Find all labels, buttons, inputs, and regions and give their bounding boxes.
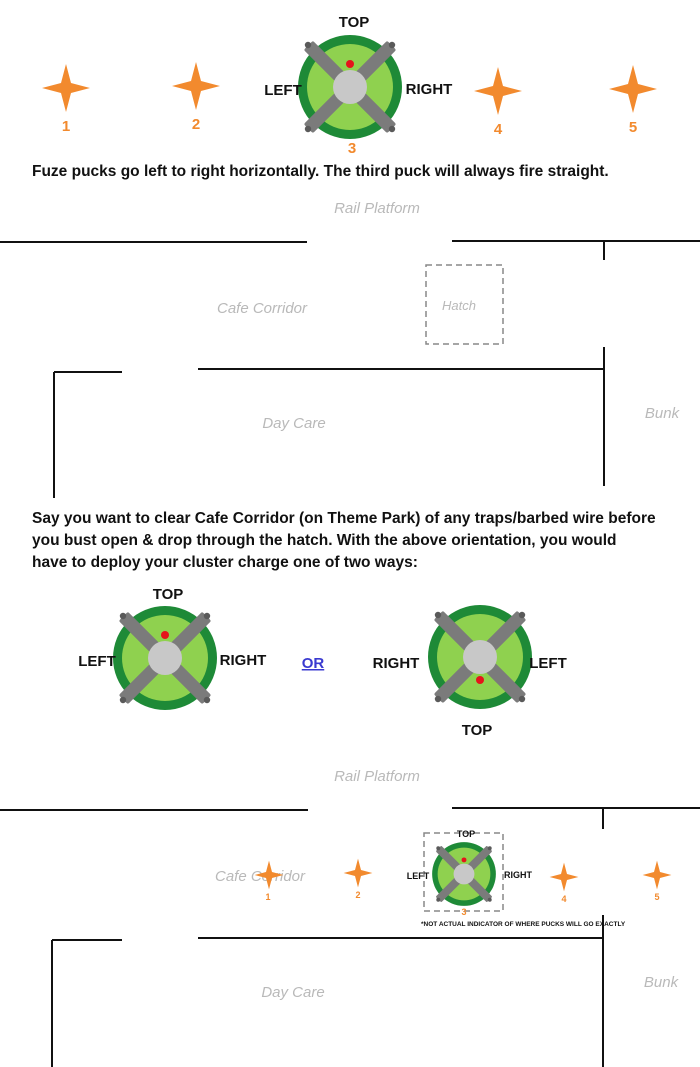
option-a: TOP LEFT RIGHT: [78, 586, 266, 710]
map2-label-right: RIGHT: [504, 870, 533, 880]
map2-puck-1-icon: [254, 860, 284, 890]
label-top: TOP: [339, 14, 370, 31]
room-hatch: Hatch: [442, 298, 476, 313]
option-a-charge-icon: [113, 606, 217, 710]
puck-2-number: 2: [192, 116, 200, 133]
room-day-care: Day Care: [262, 415, 325, 432]
room-bunk-2: Bunk: [644, 974, 680, 991]
option-b-label-right: RIGHT: [373, 655, 420, 672]
room-rail-platform: Rail Platform: [334, 200, 420, 217]
map2-label-left: LEFT: [407, 871, 430, 881]
map2-label-top: TOP: [457, 829, 475, 839]
puck-2-icon: [172, 62, 220, 110]
option-b-charge-icon: [428, 605, 532, 709]
puck-4-number: 4: [494, 121, 503, 138]
or-link[interactable]: OR: [302, 655, 325, 672]
option-a-label-right: RIGHT: [220, 652, 267, 669]
puck-1-number: 1: [62, 118, 70, 135]
puck-5-icon: [609, 65, 657, 113]
map-2-walls: [0, 807, 700, 1067]
room-cafe-corridor: Cafe Corridor: [217, 300, 308, 317]
caption-text: Fuze pucks go left to right horizontally…: [32, 163, 609, 180]
map2-puck-4-icon: [549, 862, 579, 892]
option-b: RIGHT LEFT TOP: [373, 605, 567, 739]
option-a-label-top: TOP: [153, 586, 184, 603]
map2-puck-5-icon: [642, 860, 672, 890]
map-1-walls: [0, 240, 700, 498]
puck-1-icon: [42, 64, 90, 112]
map2-puck-2-number: 2: [355, 890, 360, 900]
room-rail-platform-2: Rail Platform: [334, 768, 420, 785]
paragraph-line-3: have to deploy your cluster charge one o…: [32, 554, 418, 571]
map2-puck-4-number: 4: [561, 894, 566, 904]
map2-puck-2-icon: [343, 858, 373, 888]
map-2: Rail Platform Cafe Corridor Day Care Bun…: [0, 768, 700, 1067]
room-bunk: Bunk: [645, 405, 681, 422]
disclaimer-note: *NOT ACTUAL INDICATOR OF WHERE PUCKS WIL…: [421, 921, 626, 928]
label-left: LEFT: [264, 82, 302, 99]
map2-cluster-charge-icon: [432, 842, 496, 906]
map2-label-bottom-3: 3: [461, 907, 466, 917]
option-a-label-left: LEFT: [78, 653, 116, 670]
hatch-outline: [425, 264, 504, 345]
option-b-label-top: TOP: [462, 722, 493, 739]
map2-puck-5-number: 5: [654, 892, 659, 902]
cluster-charge-icon: [298, 35, 402, 139]
map2-puck-1-number: 1: [265, 892, 270, 902]
room-day-care-2: Day Care: [261, 984, 324, 1001]
paragraph-line-2: you bust open & drop through the hatch. …: [32, 532, 617, 549]
label-right: RIGHT: [406, 81, 453, 98]
hatch-outline-2: [423, 832, 504, 912]
puck-4-icon: [474, 67, 522, 115]
puck-5-number: 5: [629, 119, 637, 136]
top-diagram: 1 2 4 5 TOP LEFT RIGHT 3: [42, 14, 657, 157]
option-b-label-left: LEFT: [529, 655, 567, 672]
map-1: Rail Platform Cafe Corridor Hatch Day Ca…: [0, 200, 700, 498]
label-bottom-3: 3: [348, 140, 356, 157]
paragraph-line-1: Say you want to clear Cafe Corridor (on …: [32, 510, 656, 527]
